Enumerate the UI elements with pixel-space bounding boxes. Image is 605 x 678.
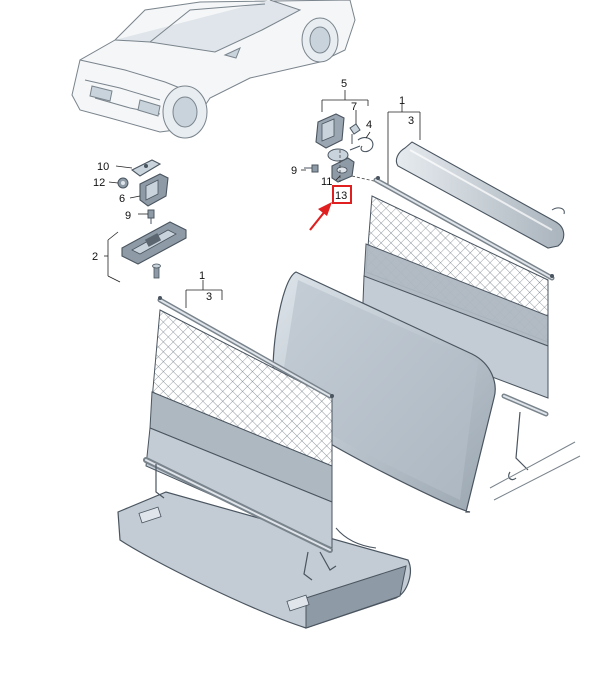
callout-3-bottom[interactable]: 3 — [206, 291, 212, 303]
floor-lines — [489, 441, 581, 501]
callout-10[interactable]: 10 — [97, 161, 109, 173]
lock-assembly-part-2 — [121, 221, 187, 279]
callout-1-bottom[interactable]: 1 — [199, 270, 205, 282]
clip-part-7 — [349, 123, 361, 144]
holder-part-6 — [139, 173, 169, 207]
bracket-part-5 — [315, 113, 345, 149]
callout-1-top[interactable]: 1 — [399, 95, 405, 107]
seat-cushion — [117, 491, 411, 629]
seat-back — [272, 271, 496, 513]
vehicle-suv-icon — [71, 0, 356, 139]
screw-part-9-mid — [147, 209, 155, 224]
callout-12[interactable]: 12 — [93, 177, 105, 189]
alignment-line — [351, 175, 379, 183]
net-partition-lower — [143, 296, 337, 581]
screw-part-9-top — [304, 164, 319, 173]
leader-lines-top — [301, 90, 421, 188]
callout-4[interactable]: 4 — [366, 119, 372, 131]
callout-9-mid[interactable]: 9 — [125, 210, 131, 222]
callout-2[interactable]: 2 — [92, 251, 98, 263]
callout-3-top[interactable]: 3 — [408, 115, 414, 127]
pointer-arrow-icon — [309, 202, 332, 231]
highlight-box — [332, 185, 352, 204]
leader-lines-lower — [185, 280, 223, 308]
callout-11[interactable]: 11 — [321, 176, 332, 188]
callout-13[interactable]: 13 — [335, 190, 347, 202]
callout-9-top[interactable]: 9 — [291, 165, 297, 177]
spring-part-4 — [349, 137, 374, 153]
callout-5[interactable]: 5 — [341, 78, 347, 90]
callout-6[interactable]: 6 — [119, 193, 125, 205]
net-partition-upper — [361, 176, 555, 481]
luggage-cover-part-3 — [395, 141, 565, 249]
bracket-part-10 — [130, 159, 162, 177]
callout-7[interactable]: 7 — [351, 101, 357, 113]
leader-lines-mid — [104, 165, 148, 283]
nut-part-12 — [117, 177, 129, 189]
